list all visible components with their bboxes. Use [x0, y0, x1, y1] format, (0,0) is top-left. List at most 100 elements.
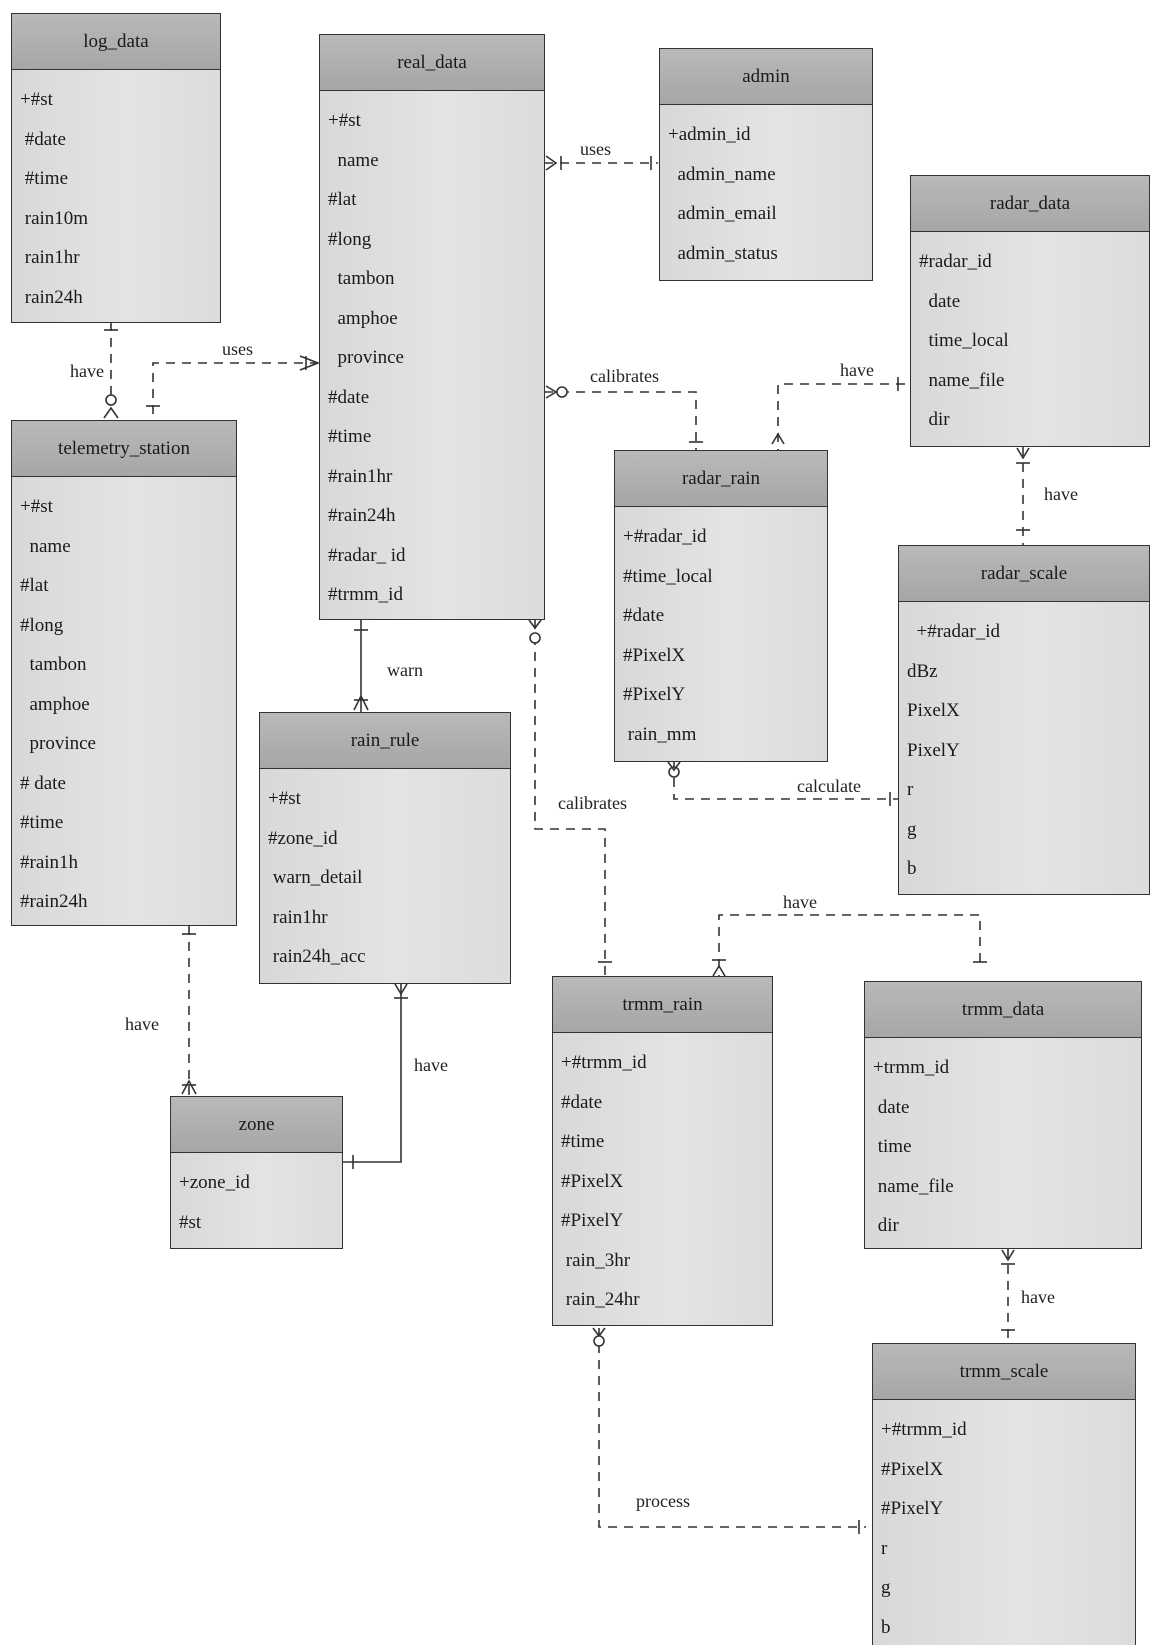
rel-label-rule-zone: have — [414, 1055, 448, 1076]
field: name_file — [865, 1167, 1141, 1207]
field: rain10m — [12, 199, 220, 239]
field: #PixelX — [615, 636, 827, 676]
field: #PixelX — [553, 1162, 772, 1202]
field: amphoe — [320, 299, 544, 339]
field: #PixelY — [553, 1201, 772, 1241]
entity-title: radar_data — [911, 176, 1149, 232]
entity-trmm-data: trmm_data +trmm_id date time name_file d… — [864, 981, 1142, 1249]
entity-radar-scale: radar_scale +#radar_id dBz PixelX PixelY… — [898, 545, 1150, 895]
field: +#st — [260, 779, 510, 819]
field: PixelX — [899, 691, 1149, 731]
field: time — [865, 1127, 1141, 1167]
field: b — [899, 849, 1149, 889]
entity-title: log_data — [12, 14, 220, 70]
field: dir — [865, 1206, 1141, 1246]
entity-admin: admin +admin_id admin_name admin_email a… — [659, 48, 873, 281]
entity-title: radar_scale — [899, 546, 1149, 602]
field: admin_email — [660, 194, 872, 234]
field: #date — [615, 596, 827, 636]
field: # date — [12, 764, 236, 804]
entity-title: trmm_scale — [873, 1344, 1135, 1400]
field: amphoe — [12, 685, 236, 725]
rel-label-radar-data-rain: have — [840, 360, 874, 381]
rel-label-radar-data-scale: have — [1044, 484, 1078, 505]
field: +admin_id — [660, 115, 872, 155]
field: #time — [12, 159, 220, 199]
field: rain24h_acc — [260, 937, 510, 977]
entity-title: trmm_data — [865, 982, 1141, 1038]
field: #long — [320, 220, 544, 260]
field: #date — [320, 378, 544, 418]
field: name_file — [911, 361, 1149, 401]
field: +#st — [12, 487, 236, 527]
field: rain1hr — [12, 238, 220, 278]
field: #time — [12, 803, 236, 843]
entity-zone: zone +zone_id #st — [170, 1096, 343, 1249]
entity-radar-data: radar_data #radar_id date time_local nam… — [910, 175, 1150, 447]
field: +#trmm_id — [553, 1043, 772, 1083]
field: #lat — [320, 180, 544, 220]
rel-label-trmm-data-rain: have — [783, 892, 817, 913]
field: warn_detail — [260, 858, 510, 898]
field: +zone_id — [171, 1163, 342, 1203]
field: rain1hr — [260, 898, 510, 938]
field: #zone_id — [260, 819, 510, 859]
field: #trmm_id — [320, 575, 544, 615]
field: #radar_id — [911, 242, 1149, 282]
entity-title: rain_rule — [260, 713, 510, 769]
entity-title: trmm_rain — [553, 977, 772, 1033]
field: rain_24hr — [553, 1280, 772, 1320]
field: g — [873, 1568, 1135, 1608]
field: admin_status — [660, 234, 872, 274]
rel-label-real-trmm: calibrates — [558, 793, 627, 814]
field: name — [320, 141, 544, 181]
field: r — [873, 1529, 1135, 1569]
field: #long — [12, 606, 236, 646]
link-real-radar-rain — [544, 392, 696, 450]
rel-label-trmm-process: process — [636, 1491, 690, 1512]
entity-title: real_data — [320, 35, 544, 91]
field: +trmm_id — [865, 1048, 1141, 1088]
link-rule-zone — [343, 984, 401, 1162]
field: b — [873, 1608, 1135, 1647]
field: +#trmm_id — [873, 1410, 1135, 1450]
entity-title: zone — [171, 1097, 342, 1153]
field: tambon — [12, 645, 236, 685]
field: r — [899, 770, 1149, 810]
field: dir — [911, 400, 1149, 440]
link-telemetry-real — [153, 363, 318, 414]
field: rain_mm — [615, 715, 827, 755]
field: time_local — [911, 321, 1149, 361]
rel-label-tele-real: uses — [222, 339, 253, 360]
field: PixelY — [899, 731, 1149, 771]
field: g — [899, 810, 1149, 850]
entity-title: telemetry_station — [12, 421, 236, 477]
field: +#radar_id — [899, 612, 1149, 652]
field: #date — [12, 120, 220, 160]
entity-rain-rule: rain_rule +#st #zone_id warn_detail rain… — [259, 712, 511, 984]
field: province — [320, 338, 544, 378]
entity-title: radar_rain — [615, 451, 827, 507]
field: dBz — [899, 652, 1149, 692]
rel-label-real-radar-rain: calibrates — [590, 366, 659, 387]
rel-label-tele-zone: have — [125, 1014, 159, 1035]
entity-log-data: log_data +#st #date #time rain10m rain1h… — [11, 13, 221, 323]
field: #rain24h — [320, 496, 544, 536]
entity-real-data: real_data +#st name #lat #long tambon am… — [319, 34, 545, 620]
field: #PixelY — [873, 1489, 1135, 1529]
field: +#radar_id — [615, 517, 827, 557]
entity-trmm-scale: trmm_scale +#trmm_id #PixelX #PixelY r g… — [872, 1343, 1136, 1645]
rel-label-real-admin: uses — [580, 139, 611, 160]
field: +#st — [12, 80, 220, 120]
field: rain_3hr — [553, 1241, 772, 1281]
field: #rain24h — [12, 882, 236, 922]
field: tambon — [320, 259, 544, 299]
rel-label-radar-rain-scale: calculate — [797, 776, 861, 797]
field: #rain1h — [12, 843, 236, 883]
field: #time — [320, 417, 544, 457]
field: #rain1hr — [320, 457, 544, 497]
rel-label-trmm-data-scale: have — [1021, 1287, 1055, 1308]
entity-telemetry-station: telemetry_station +#st name #lat #long t… — [11, 420, 237, 926]
field: date — [865, 1088, 1141, 1128]
field: admin_name — [660, 155, 872, 195]
